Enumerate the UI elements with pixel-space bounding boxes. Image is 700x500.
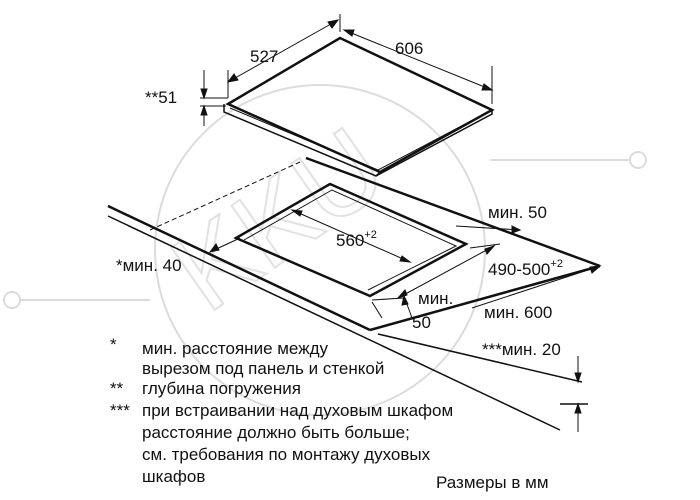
note-3-line-2: расстояние должно быть больше; bbox=[142, 423, 410, 442]
note-2-line-1: глубина погружения bbox=[142, 379, 301, 398]
label-min-worktop: мин. 600 bbox=[484, 303, 552, 322]
note-3-line-3: см. требования по монтажу духовых bbox=[142, 445, 431, 464]
dim-hob-depth bbox=[226, 14, 341, 98]
dim-min-oven bbox=[560, 356, 588, 432]
label-min-wall: *мин. 40 bbox=[116, 256, 182, 275]
hob bbox=[223, 36, 495, 177]
cutout bbox=[233, 182, 469, 298]
watermark-text: KKU bbox=[151, 104, 407, 334]
note-1-line-2: вырезом под панель и стенкой bbox=[142, 359, 384, 378]
dim-cutout-depth bbox=[371, 243, 501, 301]
note-2-mark: ** bbox=[110, 379, 124, 398]
label-min-oven: ***мин. 20 bbox=[482, 340, 561, 359]
dim-min-back bbox=[455, 225, 522, 234]
worktop bbox=[107, 156, 601, 431]
note-1-line-1: мин. расстояние между bbox=[142, 339, 328, 358]
dim-hob-width bbox=[342, 29, 494, 104]
label-cutout-depth-sup: +2 bbox=[550, 258, 563, 270]
units-label: Размеры в мм bbox=[436, 473, 549, 492]
label-immersion: **51 bbox=[145, 88, 177, 107]
footnotes: * мин. расстояние между вырезом под пане… bbox=[110, 335, 453, 486]
note-3-line-4: шкафов bbox=[142, 467, 205, 486]
label-cutout-width-sup: +2 bbox=[364, 229, 377, 241]
label-cutout-width: 560+2 bbox=[336, 229, 377, 250]
label-hob-width: 606 bbox=[395, 39, 423, 58]
label-min-front-1: мин. bbox=[418, 289, 453, 308]
dim-min-worktop bbox=[471, 265, 602, 309]
note-3-mark: *** bbox=[110, 401, 130, 420]
label-min-front-2: 50 bbox=[412, 313, 431, 332]
dim-min-wall bbox=[208, 237, 241, 253]
dim-immersion bbox=[200, 70, 228, 126]
dim-min-front bbox=[371, 294, 413, 319]
dim-cutout-width bbox=[290, 209, 412, 263]
label-min-back: мин. 50 bbox=[488, 203, 547, 222]
note-1-mark: * bbox=[110, 335, 117, 354]
label-cutout-depth: 490-500+2 bbox=[488, 258, 563, 279]
label-hob-depth: 527 bbox=[250, 47, 278, 66]
note-3-line-1: при встраивании над духовым шкафом bbox=[142, 401, 453, 420]
